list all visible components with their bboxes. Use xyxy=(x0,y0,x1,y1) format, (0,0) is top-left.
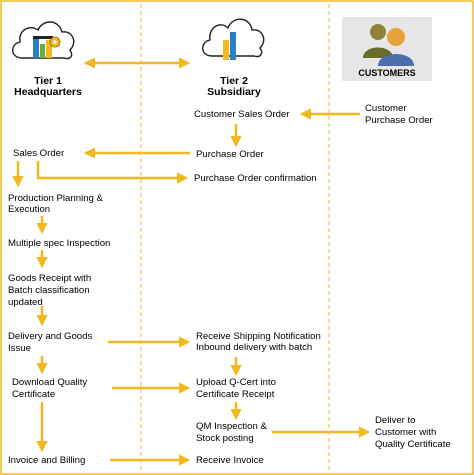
qm-label-1: QM Inspection & xyxy=(196,421,267,432)
download-qc-label-2: Certificate xyxy=(12,389,56,400)
production-label-1: Production Planning & xyxy=(8,193,103,204)
tier2-title: Tier 2 xyxy=(220,75,248,87)
customers-label: CUSTOMERS xyxy=(358,68,416,78)
multi-spec-label: Multiple spec Inspection xyxy=(8,238,111,249)
customer-sales-order-label: Customer Sales Order xyxy=(194,109,290,120)
delivery-label-2: Issue xyxy=(8,343,31,354)
qm-label-2: Stock posting xyxy=(196,433,254,444)
po-confirmation-label: Purchase Order confirmation xyxy=(194,173,317,184)
cloud-bars-icon xyxy=(202,18,265,60)
tier1-subtitle: Headquarters xyxy=(14,86,82,98)
deliver-customer-label-2: Customer with xyxy=(375,427,437,438)
tier2-subtitle: Subsidiary xyxy=(207,86,261,98)
receive-ship-label-2: Inbound delivery with batch xyxy=(196,342,313,353)
invoice-billing-label: Invoice and Billing xyxy=(8,455,86,466)
purchase-order-label: Purchase Order xyxy=(196,149,264,160)
upload-qc-label-2: Certificate Receipt xyxy=(196,389,275,400)
deliver-customer-label-1: Deliver to xyxy=(375,415,416,426)
download-qc-label-1: Download Quality xyxy=(12,377,88,388)
upload-qc-label-1: Upload Q-Cert into xyxy=(196,377,276,388)
arrow-so-to-po-confirmation xyxy=(36,161,189,184)
tier1-title: Tier 1 xyxy=(34,75,62,87)
customer-po-label-1: Customer xyxy=(365,103,407,114)
delivery-label-1: Delivery and Goods xyxy=(8,331,93,342)
deliver-customer-label-3: Quality Certificate xyxy=(375,439,451,450)
cloud-factory-icon xyxy=(12,21,75,60)
receive-ship-label-1: Receive Shipping Notification xyxy=(196,331,321,342)
receive-invoice-label: Receive Invoice xyxy=(196,455,264,466)
sales-order-label: Sales Order xyxy=(13,148,65,159)
goods-receipt-label-3: updated xyxy=(8,297,43,308)
customer-po-label-2: Purchase Order xyxy=(365,115,433,126)
goods-receipt-label-1: Goods Receipt with xyxy=(8,273,92,284)
customers-people-icon xyxy=(342,17,432,81)
production-label-2: Execution xyxy=(8,204,51,215)
goods-receipt-label-2: Batch classification xyxy=(8,285,90,296)
